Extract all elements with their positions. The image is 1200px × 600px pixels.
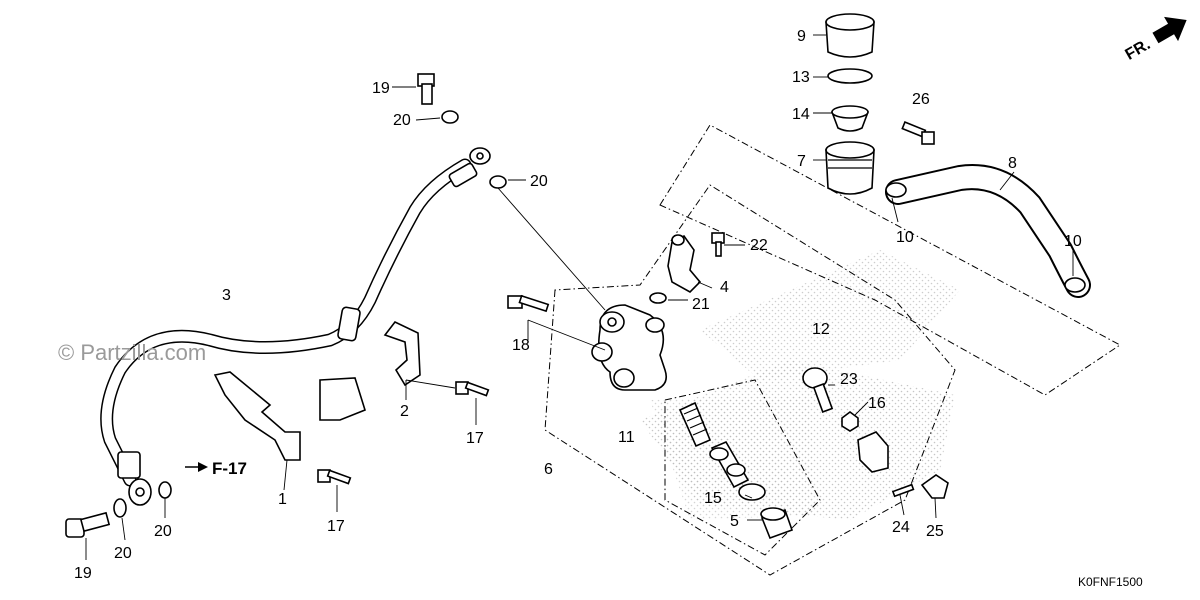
callout-2: 2 [400,403,409,420]
callout-20-lower-a: 20 [114,545,132,562]
callout-7: 7 [797,153,806,170]
callout-11: 11 [618,429,635,446]
callout-16: 16 [868,395,886,412]
front-label: FR. [1123,36,1154,64]
group-outlines [544,124,1121,576]
callout-8: 8 [1008,155,1017,172]
front-orientation: FR. [1123,16,1187,64]
callout-6: 6 [544,461,553,478]
callout-20-lower-b: 20 [154,523,172,540]
bracket-16 [857,431,889,473]
group-outline-6 [544,184,956,576]
callout-21: 21 [692,296,710,313]
screw-22 [711,232,725,257]
washer-20-lower-b [158,481,172,499]
callout-10-left: 10 [896,229,914,246]
brake-hose [100,147,491,506]
washer-20-upper [441,110,459,124]
callout-9: 9 [797,28,806,45]
callout-20-mid: 20 [530,173,548,190]
clip-10-left [885,182,907,198]
group-outline-11 [664,379,821,556]
master-cylinder [591,304,668,391]
switch-25 [920,474,949,499]
callout-15: 15 [704,490,722,507]
washer-20-mid [489,175,507,189]
bolt-17-left [317,469,352,485]
callout-26: 26 [912,91,930,108]
bracket-1 [213,371,366,461]
watermark: © Partzilla.com [58,340,206,365]
callout-17-left: 17 [327,518,345,535]
cap-9 [825,13,875,58]
leader-lines [85,34,1074,560]
plate-13 [827,68,873,84]
bolt-17-right [455,381,490,397]
callout-12: 12 [812,321,830,338]
pin-24 [891,483,915,498]
joint-4 [667,234,702,293]
callout-19-upper: 19 [372,80,390,97]
callout-3: 3 [222,287,231,304]
diagram-code: K0FNF1500 [1078,575,1143,589]
arrow-right-icon [1152,16,1187,44]
reference-arrow [185,462,208,472]
callout-24: 24 [892,519,910,536]
callout-23: 23 [840,371,858,388]
bolt-19-upper [417,73,435,105]
piston-kit-11 [678,401,750,489]
callout-4: 4 [720,279,729,296]
callout-10-right: 10 [1064,233,1082,250]
callout-18: 18 [512,337,530,354]
oring-21 [649,292,667,304]
nut-16 [841,411,859,432]
callout-14: 14 [792,106,810,123]
circlip-15 [738,483,766,501]
clamp-2 [383,320,421,387]
callouts: 1 2 3 4 5 6 7 8 9 10 10 11 12 13 14 15 1… [74,28,1082,582]
callout-25: 25 [926,523,944,540]
reservoir-hose-8 [885,164,1091,298]
clip-10-right [1064,277,1086,293]
reference-label: F-17 [212,459,247,478]
bolt-18 [507,294,550,313]
bolt-26 [901,121,935,145]
callout-5: 5 [730,513,739,530]
callout-17-right: 17 [466,430,484,447]
callout-19-lower: 19 [74,565,92,582]
washer-20-lower-a [113,498,127,518]
callout-13: 13 [792,69,810,86]
diaphragm-14 [830,105,870,132]
callout-22: 22 [750,237,768,254]
bolt-23 [802,367,834,413]
callout-20-upper: 20 [393,112,411,129]
reservoir-7 [825,141,875,195]
group-outline-12 [659,124,1121,396]
boot-5 [760,507,794,540]
bolt-19-lower [65,511,111,538]
callout-1: 1 [278,491,287,508]
